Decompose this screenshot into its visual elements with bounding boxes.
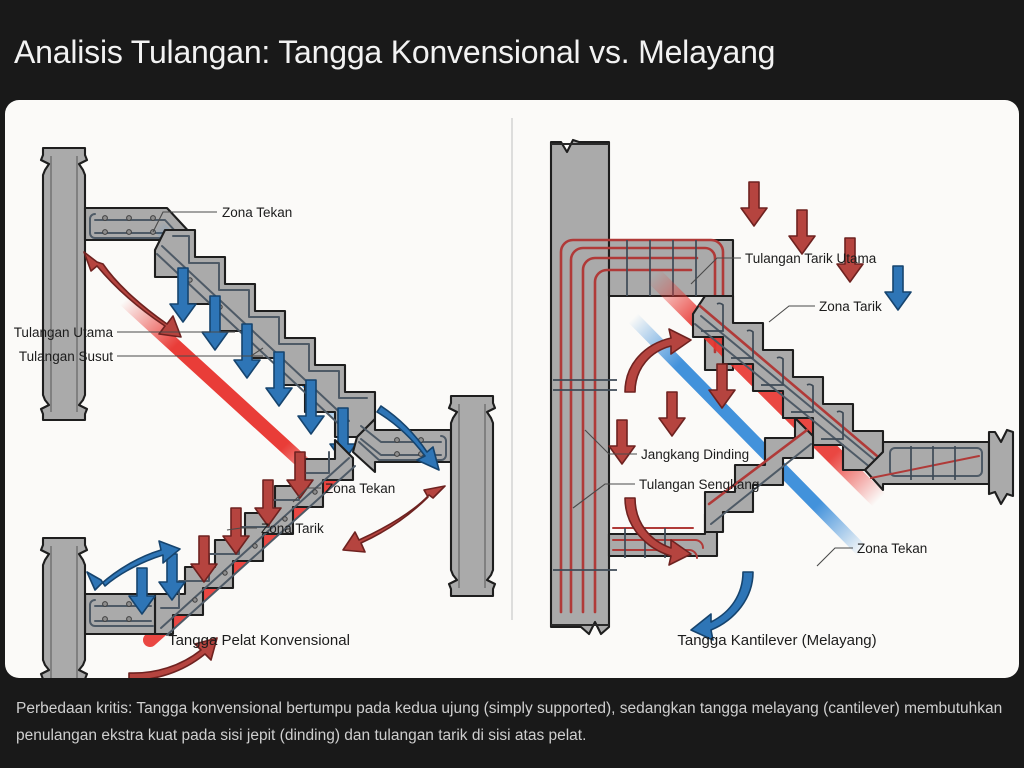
lower-flight-second-bar (166, 465, 356, 636)
label-zona-tarik-lower: Zona Tarik (226, 521, 324, 536)
step-rebar-upper (172, 235, 368, 399)
panel-caption-conventional: Tangga Pelat Konvensional (168, 632, 350, 649)
wall-lower-left (39, 536, 89, 678)
step-stirrups-cantilever (701, 302, 844, 440)
label-text: Zona Tarik (261, 521, 324, 536)
soffit-bar-lower-cantilever (710, 443, 812, 525)
label-zona-tekan-cantilever: Zona Tekan (816, 541, 927, 567)
label-tulangan-utama: Tulangan Utama (14, 325, 235, 340)
label-text: Zona Tekan (857, 541, 927, 556)
label-tulangan-tarik-utama: Tulangan Tarik Utama (690, 251, 877, 285)
label-zona-tekan-lower: Zona Tekan (292, 481, 395, 503)
tension-bar-along-flight (698, 304, 879, 458)
wall-mid-right (447, 394, 497, 598)
label-text: Jangkang Dinding (641, 447, 749, 462)
rotation-arrow-bottom-left-blue (86, 540, 181, 591)
diagram-card: Zona Tekan Tulangan Utama Tulangan Susut… (5, 100, 1019, 678)
label-tulangan-sengkang: Tulangan Sengkang (572, 477, 759, 509)
wall-right-cantilever (987, 428, 1015, 506)
panel-cantilever: Tulangan Tarik Utama Zona Tarik Jangkang… (549, 138, 1015, 649)
tulangan-susut-bar (161, 245, 350, 422)
soffit-bar-cantilever (694, 323, 872, 469)
label-text: Tulangan Tarik Utama (745, 251, 877, 266)
base-rebar-red (612, 527, 704, 559)
moment-arrow-lower-cantilever (624, 497, 692, 566)
zone-compression-band-cantilever (626, 311, 870, 559)
tulangan-tarik-utama-bars (559, 238, 725, 614)
panel-conventional: Zona Tekan Tulangan Utama Tulangan Susut… (14, 146, 497, 678)
label-jangkang-dinding: Jangkang Dinding (584, 429, 749, 462)
flight-rebar-dots-lower (192, 489, 318, 603)
label-text: Tulangan Susut (19, 349, 113, 364)
wall-ties (553, 379, 617, 571)
wall-upper-left (39, 146, 89, 422)
load-arrows-lower (128, 451, 314, 615)
tension-bar-lower-cantilever (707, 428, 809, 506)
lower-flight-main-bar (160, 457, 350, 629)
rotation-arrow-upper-left (83, 251, 182, 338)
landing-stirrups-cantilever (910, 446, 956, 480)
soffit-bar2-cantilever (700, 315, 878, 463)
load-arrows-cantilever (740, 181, 912, 311)
landing-rebar-cantilever (870, 447, 983, 479)
label-text: Tulangan Utama (14, 325, 114, 340)
moment-arrow-upper-cantilever (624, 328, 692, 393)
panel-caption-cantilever: Tangga Kantilever (Melayang) (677, 632, 876, 649)
reaction-arrow-mid-blue (376, 405, 440, 471)
label-zona-tarik: Zona Tarik (768, 299, 882, 323)
rotation-arrow-mid-red (342, 485, 446, 553)
reaction-arrow-bottom-red (128, 637, 218, 678)
label-text: Zona Tekan (222, 205, 292, 220)
label-tulangan-susut: Tulangan Susut (19, 347, 264, 364)
label-text: Zona Tekan (325, 481, 395, 496)
page-title: Analisis Tulangan: Tangga Konvensional v… (14, 34, 776, 70)
slide-caption: Perbedaan kritis: Tangga konvensional be… (16, 700, 1003, 744)
label-zona-tekan-upper: Zona Tekan (152, 205, 292, 233)
load-arrows-cantilever-lower (608, 363, 736, 465)
diagram-svg: Zona Tekan Tulangan Utama Tulangan Susut… (14, 118, 1015, 678)
stair-flight-lower (153, 438, 355, 636)
label-text: Tulangan Sengkang (639, 477, 759, 492)
deflection-arrow-cantilever (690, 571, 754, 641)
landing-rebar-dots-bottom (102, 601, 132, 622)
landing-rebar-dots-upper (102, 215, 156, 235)
label-text: Zona Tarik (819, 299, 882, 314)
